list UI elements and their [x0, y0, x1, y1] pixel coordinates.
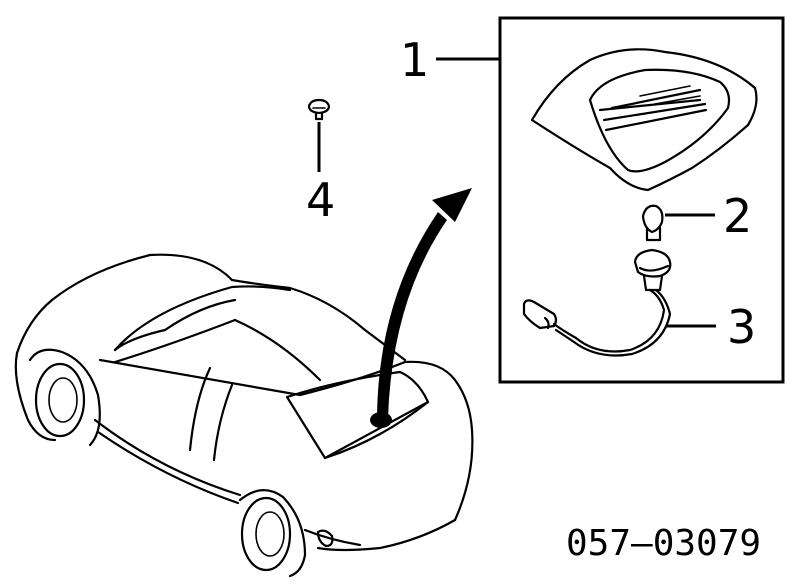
callout-4: 4: [306, 173, 335, 227]
part-number: 057–03079: [566, 523, 761, 564]
car-illustration: [14, 253, 474, 578]
bulb-part-2: [641, 204, 715, 242]
callout-2: 2: [723, 189, 752, 243]
callout-3: 3: [727, 300, 756, 354]
detail-box: [498, 16, 785, 384]
callout-1: 1: [400, 33, 429, 87]
socket-harness-part-3: [522, 248, 716, 357]
pointer-arrow: [377, 188, 472, 418]
stop-lamp-housing-part-1: [530, 48, 758, 192]
clip-part-4: [307, 98, 331, 172]
